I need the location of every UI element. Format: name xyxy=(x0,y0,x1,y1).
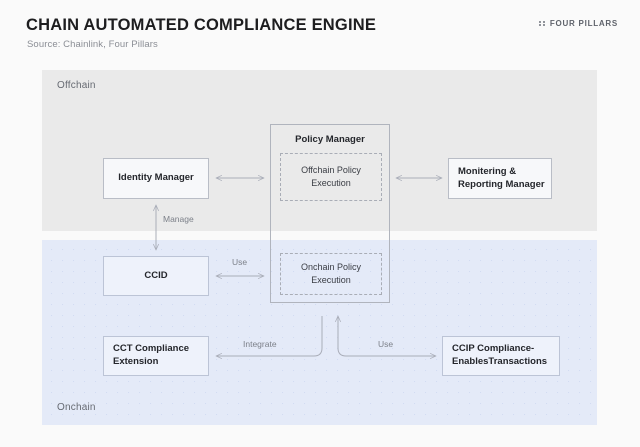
node-ccid-label: CCID xyxy=(144,269,168,281)
node-ccip-label: CCIP Compliance- EnablesTransactions xyxy=(452,343,547,369)
node-ccid[interactable]: CCID xyxy=(103,256,209,296)
node-cct-compliance-extension[interactable]: CCT Compliance Extension xyxy=(103,336,209,376)
node-cct-line2: Extension xyxy=(113,356,159,367)
onchain-band-label: Onchain xyxy=(57,402,96,413)
page-title: CHAIN AUTOMATED COMPLIANCE ENGINE xyxy=(26,16,377,34)
node-onchain-policy-execution[interactable]: Onchain Policy Execution xyxy=(280,253,382,295)
offchain-band xyxy=(42,70,597,231)
edge-label-manage: Manage xyxy=(163,214,194,224)
node-policy-manager[interactable]: Policy Manager Offchain Policy Execution… xyxy=(270,124,390,303)
node-cct-compliance-extension-label: CCT Compliance Extension xyxy=(113,343,189,369)
node-offchain-policy-execution[interactable]: Offchain Policy Execution xyxy=(280,153,382,201)
node-ccip-line1: CCIP Compliance- xyxy=(452,343,535,355)
node-policy-manager-title: Policy Manager xyxy=(295,134,365,145)
node-monitoring-line1: Monitering & xyxy=(458,165,517,177)
brand-name: FOUR PILLARS xyxy=(549,19,618,28)
edge-label-use-ccip: Use xyxy=(378,339,394,349)
node-cct-line1: CCT Compliance xyxy=(113,343,190,355)
edge-label-integrate: Integrate xyxy=(243,339,277,349)
node-ccip-compliance-enables-transactions[interactable]: CCIP Compliance- EnablesTransactions xyxy=(442,336,560,376)
brand-logo: FOUR PILLARS xyxy=(539,19,618,28)
node-onchain-policy-execution-label: Onchain Policy Execution xyxy=(300,262,362,285)
node-identity-manager-label: Identity Manager xyxy=(118,172,194,184)
four-dots-icon xyxy=(539,20,545,27)
node-identity-manager[interactable]: Identity Manager xyxy=(103,158,209,199)
node-monitoring-line2: Reporting Manager xyxy=(458,178,545,190)
node-offchain-policy-execution-label: Offchain Policy Execution xyxy=(301,165,361,188)
node-monitoring-reporting-manager[interactable]: Monitering & Reporting Manager xyxy=(448,158,552,199)
source-caption: Source: Chainlink, Four Pillars xyxy=(27,39,158,50)
offchain-band-label: Offchain xyxy=(57,80,96,91)
node-ccip-line2: EnablesTransactions xyxy=(452,356,548,367)
node-monitoring-reporting-manager-label: Monitering & Reporting Manager xyxy=(458,166,545,192)
edge-label-use-ccid: Use xyxy=(232,257,248,267)
